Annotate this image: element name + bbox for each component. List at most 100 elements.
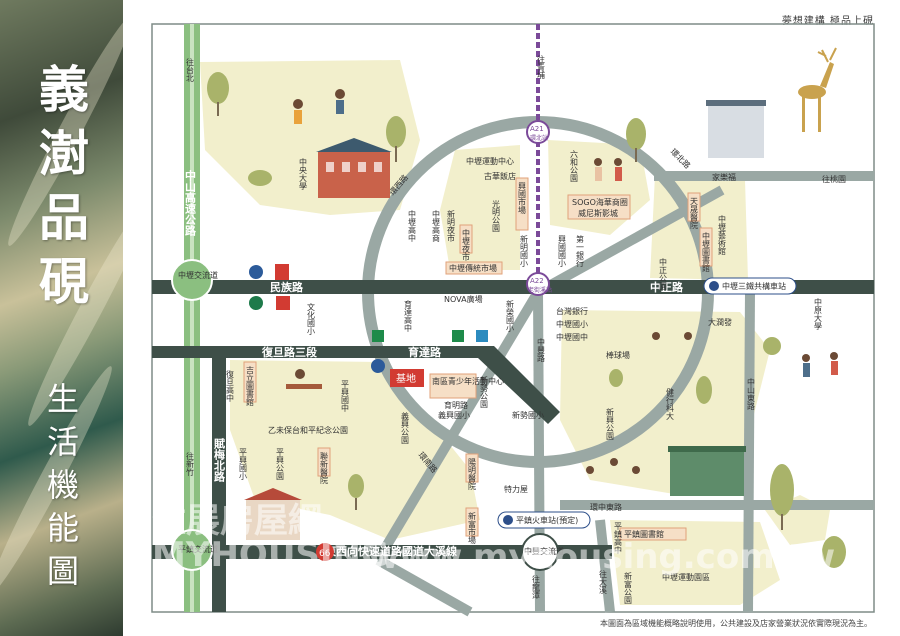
- place-zhongli-commerce: 中壢高商: [432, 209, 441, 243]
- place-xinrong-elem: 新榮國小: [506, 299, 515, 333]
- place-zhongyuan-univ: 中原大學: [814, 297, 823, 331]
- place-pingxing-elem: 平興國小: [239, 448, 248, 481]
- tag-boxes: 中壢傳統市場 SOGO海華商圈 威尼斯影城 南區青少年活動中心 平鎮圖書館: [429, 194, 687, 541]
- people-illustration: [286, 89, 838, 474]
- road-to-daxi: 往大溪: [599, 569, 608, 595]
- poi-brand-icons: [249, 264, 488, 373]
- place-xinming-night-market: 新明夜市: [447, 209, 456, 243]
- place-guangming-park: 光明公園: [492, 199, 501, 233]
- place-xingguo-market: 興國市場: [518, 181, 527, 215]
- place-vieshow: 威尼斯影城: [578, 208, 618, 218]
- place-yixing-park: 義興公園: [401, 411, 410, 445]
- place-zhongli-night-market: 中壢夜市: [462, 228, 471, 262]
- route-66-badge: 66: [316, 543, 334, 561]
- place-zhongli-jh: 中壢國中: [556, 332, 588, 342]
- road-yuda: 育達路: [408, 345, 442, 359]
- road-zhongzheng: 中正路: [650, 280, 684, 294]
- place-first-bank: 第一銀行: [576, 234, 585, 268]
- road-fudan: 復旦路三段: [261, 345, 317, 359]
- place-yuda-high: 育達高中: [404, 299, 413, 333]
- site-marker: 基地: [390, 369, 424, 387]
- place-pingxing-park: 平興公園: [276, 448, 285, 481]
- place-xinshi-elem: 新勢國小: [512, 410, 544, 420]
- road-to-taoyuan: 往桃園: [822, 174, 846, 184]
- place-guyi-restaurant: 古華飯店: [484, 171, 516, 181]
- place-yangming-hospital: 陽明醫院: [468, 458, 477, 491]
- place-zhongli-elem: 中壢國小: [556, 319, 588, 329]
- interchange-zhongfeng: 中豐交流道: [521, 533, 564, 571]
- brand-sidebar: 義澍品硯 生活機能圖: [0, 0, 123, 636]
- svg-text:中壢交流道: 中壢交流道: [178, 270, 218, 280]
- rail-station-pingzhen: 平鎮火車站(預定): [497, 511, 591, 529]
- svg-text:中壢三鐵共構車站: 中壢三鐵共構車站: [722, 281, 786, 291]
- place-jianxing-tech: 健行科大: [666, 387, 675, 421]
- map-subtitle: 生活機能圖: [46, 380, 79, 590]
- project-title: 義澍品硯: [39, 60, 91, 311]
- road-to-xinzhu: 往新竹: [186, 451, 195, 477]
- road-huanzhong-east: 環中東路: [590, 502, 622, 512]
- station-a21: A21 環北站: [526, 120, 550, 144]
- svg-text:A22: A22: [530, 277, 544, 285]
- station-a22: A22 老街溪站: [526, 272, 552, 296]
- place-youth-center: 南區青少年活動中心: [432, 376, 504, 386]
- place-zhongzheng-park: 中正公園: [659, 257, 668, 291]
- place-yimiao-park: 乙未保台和平紀念公園: [268, 425, 348, 435]
- svg-text:www.myhousing.com.tw: www.myhousing.com.tw: [368, 537, 835, 577]
- place-xinxing-park: 新興公園: [606, 407, 615, 441]
- place-xinshi-park: 新勢公園: [480, 375, 489, 409]
- svg-text:中豐交流道: 中豐交流道: [524, 546, 564, 556]
- place-sogo: SOGO海華商圈: [572, 197, 628, 207]
- road-minzu: 民族路: [270, 280, 304, 294]
- road-to-taipei: 往台北: [186, 57, 195, 83]
- place-sports-park: 中壢運動園區: [662, 572, 710, 582]
- road-fumei-north: 賦梅北路: [213, 437, 227, 483]
- place-texing: 特力屋: [504, 484, 528, 494]
- road-huanbei: 環北路: [669, 146, 693, 170]
- place-zhongli-high: 中壢高中: [408, 209, 417, 243]
- place-lianxin-hospital: 聯新醫院: [320, 451, 329, 485]
- place-sports-center: 中壢運動中心: [466, 156, 514, 166]
- place-xingguo-elem: 興國國小: [558, 234, 567, 268]
- place-darunfa: 大潤發: [708, 317, 732, 327]
- watermark: 住展房屋網 MYHOUSING www.myhousing.com.tw: [152, 501, 835, 577]
- road-zhongfeng: 中豐路: [537, 337, 546, 362]
- svg-text:MYHOUSING: MYHOUSING: [152, 535, 389, 575]
- rail-station-zhongli: 中壢三鐵共構車站: [703, 277, 797, 295]
- road-zhongshan-highway: 中山高速公路: [184, 169, 197, 237]
- place-taiwan-bank: 台灣銀行: [556, 306, 588, 316]
- road-to-qingpu: 往青埔: [537, 54, 546, 79]
- tree-icons: [207, 72, 846, 568]
- place-baseball: 棒球場: [606, 350, 630, 360]
- road-to-longtan: 往龍潭: [532, 574, 541, 599]
- place-nova: NOVA廣場: [444, 294, 483, 304]
- place-xinfu-market: 新富市場: [468, 511, 477, 545]
- building-icon: [706, 100, 766, 158]
- main-roads: [152, 280, 874, 612]
- road-zhongshan-east: 中山東路: [747, 377, 756, 410]
- place-pingxing-jh: 平興國中: [341, 380, 350, 413]
- svg-text:基地: 基地: [396, 372, 416, 385]
- interchange-pingzhen: 平鎮交流道: [171, 529, 218, 571]
- place-zhongli-trad-market: 中壢傳統市場: [449, 263, 497, 273]
- map-frame: [151, 23, 875, 613]
- place-zhongli-art-museum: 中壢藝術館: [718, 214, 727, 256]
- building-icon: [316, 138, 392, 198]
- road-expressway: 東西向快速道路國道大溪線: [325, 544, 457, 558]
- road-jialefu: 家樂福: [712, 172, 736, 182]
- place-jifu-high: 復旦高中: [226, 369, 235, 403]
- disclaimer: 本圖面為區域機能概略說明使用，公共建設及店家營業狀況依實際現況為主。: [600, 619, 872, 628]
- place-xinfu-park: 新富公園: [624, 571, 633, 605]
- place-xinming-elem: 新明國小: [520, 234, 529, 268]
- svg-text:老街溪站: 老街溪站: [528, 286, 552, 294]
- interchange-zhongli: 中壢交流道: [171, 259, 218, 301]
- place-pingzhen-high: 平鎮高中: [614, 522, 623, 555]
- place-zhongli-library: 中壢圖書館: [702, 231, 711, 273]
- building-icon: [668, 446, 746, 496]
- place-wenhua-elem: 文化國小: [307, 302, 316, 336]
- svg-text:平鎮交流道: 平鎮交流道: [178, 544, 218, 554]
- building-icon: [244, 488, 302, 540]
- expressway-66: [152, 545, 612, 559]
- svg-text:平鎮火車站(預定): 平鎮火車站(預定): [516, 515, 578, 525]
- svg-text:66: 66: [319, 549, 331, 559]
